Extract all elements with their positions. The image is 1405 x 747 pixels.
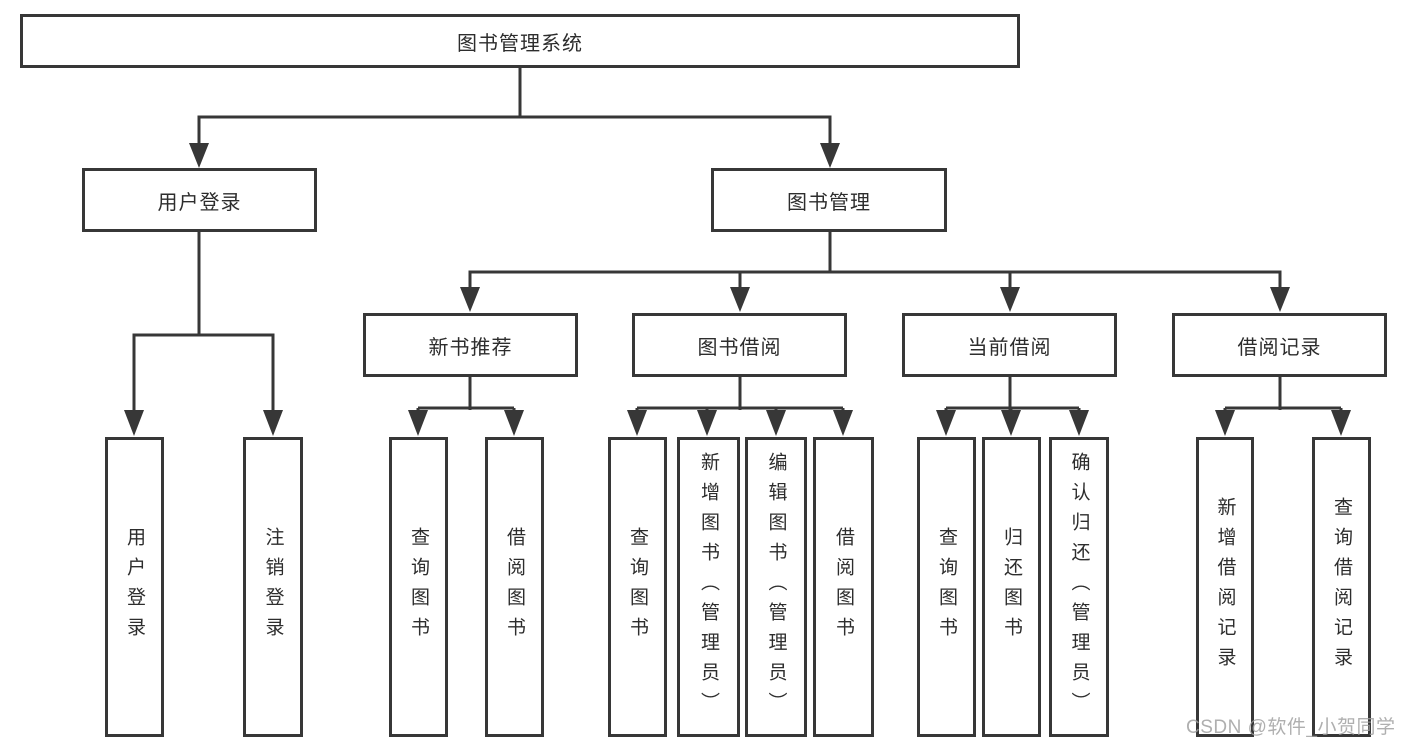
arrowhead-icon — [833, 410, 853, 436]
leaf-edit-book-admin: 编辑图书（管理员） — [745, 437, 807, 737]
node-label: 用户登录 — [157, 191, 242, 214]
node-label: 确认归还（管理员） — [1068, 452, 1090, 722]
leaf-query-book-recommend: 查询图书 — [389, 437, 448, 737]
connector-book-management-branch — [468, 232, 1282, 291]
arrowhead-icon — [766, 410, 786, 436]
arrowhead-icon — [730, 287, 750, 312]
node-label: 新增图书（管理员） — [698, 452, 719, 722]
arrowhead-icon — [504, 410, 524, 436]
leaf-add-book-admin: 新增图书（管理员） — [677, 437, 740, 737]
leaf-query-book-borrow: 查询图书 — [608, 437, 667, 737]
leaf-query-book-current: 查询图书 — [917, 437, 976, 737]
node-label: 图书管理系统 — [457, 32, 583, 55]
node-label: 查询借阅记录 — [1331, 497, 1352, 677]
node-label: 当前借阅 — [967, 336, 1052, 359]
leaf-return-book: 归还图书 — [982, 437, 1041, 737]
node-label: 用户登录 — [124, 527, 145, 647]
node-label: 编辑图书（管理员） — [765, 452, 787, 722]
node-label: 注销登录 — [262, 527, 284, 647]
connector-new-book-branch — [416, 377, 516, 414]
arrowhead-icon — [1000, 287, 1020, 312]
node-user-login: 用户登录 — [82, 168, 317, 232]
arrowhead-icon — [936, 410, 956, 436]
node-label: 新增借阅记录 — [1214, 497, 1236, 677]
node-label: 借阅图书 — [504, 527, 525, 647]
leaf-borrow-book: 借阅图书 — [813, 437, 874, 737]
node-label: 查询图书 — [936, 527, 957, 647]
leaf-confirm-return-admin: 确认归还（管理员） — [1049, 437, 1109, 737]
node-library-management-system: 图书管理系统 — [20, 14, 1020, 68]
leaf-logout-login: 注销登录 — [243, 437, 303, 737]
connector-root-to-level2 — [197, 68, 832, 148]
arrowheads — [124, 143, 1351, 436]
arrowhead-icon — [189, 143, 209, 168]
node-book-management: 图书管理 — [711, 168, 947, 232]
arrowhead-icon — [460, 287, 480, 312]
node-label: 图书借阅 — [697, 336, 782, 359]
connector-borrow-record-branch — [1223, 377, 1343, 414]
node-current-borrow: 当前借阅 — [902, 313, 1117, 377]
arrowhead-icon — [1001, 410, 1021, 436]
node-borrow-records: 借阅记录 — [1172, 313, 1387, 377]
node-label: 图书管理 — [787, 191, 871, 214]
arrowhead-icon — [1270, 287, 1290, 312]
connector-user-login-branch — [132, 232, 275, 414]
leaf-borrow-book-recommend: 借阅图书 — [485, 437, 544, 737]
node-book-borrow: 图书借阅 — [632, 313, 847, 377]
arrowhead-icon — [697, 410, 717, 436]
node-label: 查询图书 — [627, 527, 648, 647]
connector-current-borrow-branch — [944, 377, 1081, 414]
arrowhead-icon — [820, 143, 840, 168]
arrowhead-icon — [1069, 410, 1089, 436]
csdn-watermark: CSDN @软件_小贺同学 — [1186, 717, 1396, 738]
node-label: 查询图书 — [408, 527, 429, 647]
arrowhead-icon — [1331, 410, 1351, 436]
leaf-query-borrow-record: 查询借阅记录 — [1312, 437, 1371, 737]
node-label: 借阅图书 — [833, 527, 854, 647]
node-label: 归还图书 — [1001, 527, 1022, 647]
arrowhead-icon — [408, 410, 428, 436]
node-label: 借阅记录 — [1237, 336, 1322, 359]
arrowhead-icon — [124, 410, 144, 436]
connector-book-borrow-branch — [635, 377, 845, 414]
arrowhead-icon — [627, 410, 647, 436]
node-new-book-recommend: 新书推荐 — [363, 313, 578, 377]
arrowhead-icon — [263, 410, 283, 436]
node-label: 新书推荐 — [428, 336, 513, 359]
arrowhead-icon — [1215, 410, 1235, 436]
leaf-user-login: 用户登录 — [105, 437, 164, 737]
leaf-add-borrow-record: 新增借阅记录 — [1196, 437, 1254, 737]
